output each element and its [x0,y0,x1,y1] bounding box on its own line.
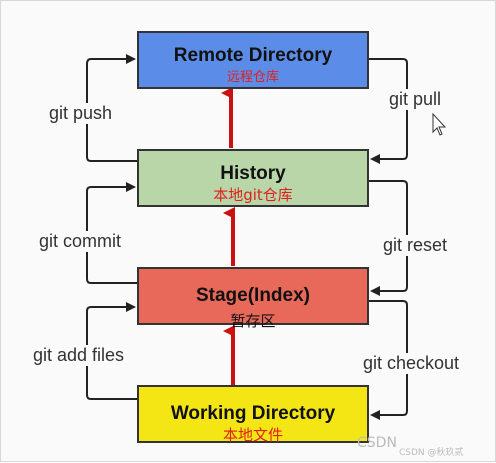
git-push-label: git push [47,103,115,124]
history-box: History 本地git仓库 [137,149,369,207]
stage-box: Stage(Index) 暂存区 [137,267,369,330]
git-commit-label: git commit [37,231,124,252]
history-subtitle: 本地git仓库 [213,186,293,204]
git-add-files-label: git add files [31,345,127,366]
git-reset-label: git reset [381,235,450,256]
git-checkout-label: git checkout [361,353,462,374]
remote-directory-box: Remote Directory 远程仓库 [137,31,369,89]
history-title: History [220,163,286,184]
watermark-author: CSDN @秋玖贰 [399,448,464,458]
working-directory-title: Working Directory [170,403,336,424]
working-directory-box: Working Directory 本地文件 [137,385,369,444]
remote-directory-title: Remote Directory [173,45,333,66]
stage-subtitle: 暂存区 [230,312,276,330]
cursor-icon [432,112,447,136]
stage-title: Stage(Index) [195,285,311,306]
remote-directory-subtitle: 远程仓库 [226,70,279,85]
working-directory-subtitle: 本地文件 [222,426,283,444]
git-pull-label: git pull [387,89,444,110]
watermark-csdn: CSDN [357,435,397,451]
